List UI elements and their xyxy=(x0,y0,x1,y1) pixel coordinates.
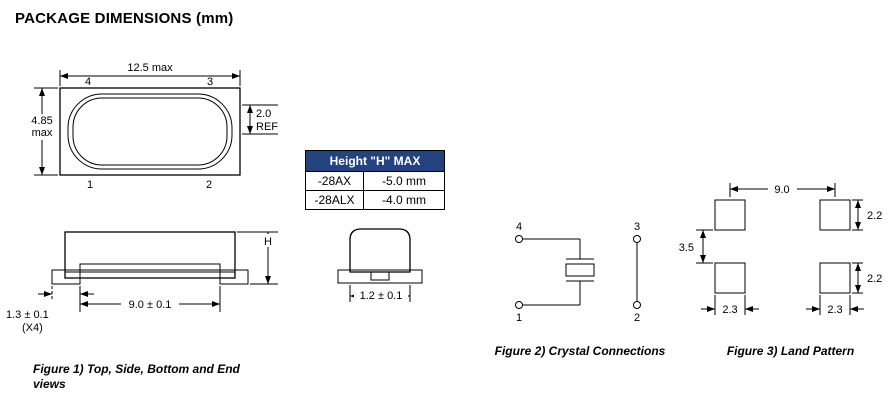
height-table-header: Height "H" MAX xyxy=(306,151,444,172)
side-view-pad-dim-label: 1.3 ± 0.1 xyxy=(6,309,49,321)
land-pad-height-dimension-top xyxy=(852,199,863,231)
side-view-span-dim-label: 9.0 ± 0.1 xyxy=(129,299,172,311)
side-view-pad-dim-note: (X4) xyxy=(22,322,43,334)
top-view-height-dim-label: 4.85 xyxy=(31,115,52,127)
figure1-caption-line2: views xyxy=(33,377,66,391)
fig2-wires xyxy=(523,238,638,306)
fig2-pin-2-terminal xyxy=(633,301,641,309)
fig2-pin-4-terminal xyxy=(515,235,523,243)
height-table-model-cell: -28AX xyxy=(306,172,364,190)
height-table: Height "H" MAX -28AX -5.0 mm -28ALX -4.0… xyxy=(305,150,445,210)
land-gap-dimension xyxy=(696,229,713,264)
figure3-caption: Figure 3) Land Pattern xyxy=(726,344,855,358)
height-table-model-cell: -28ALX xyxy=(306,191,364,209)
height-table-row: -28AX -5.0 mm xyxy=(306,172,444,190)
side-view-height-label: H xyxy=(264,236,272,248)
crystal-connections-schematic: 4 3 1 2 xyxy=(515,221,641,324)
land-pad-height-bottom-label: 2.2 xyxy=(867,273,882,285)
fig2-crystal-symbol xyxy=(565,263,595,277)
fig2-pin-2-label: 2 xyxy=(634,312,640,324)
side-view-crystal-blank xyxy=(79,263,221,271)
side-view-pad-dimension xyxy=(38,286,94,300)
top-view-body-outline xyxy=(59,87,241,176)
height-table-value-cell: -5.0 mm xyxy=(381,174,426,188)
land-pad-top-left xyxy=(714,199,746,231)
land-pad-height-top-label: 2.2 xyxy=(867,210,882,222)
land-pattern: 9.0 3.5 2.2 2.2 xyxy=(679,182,882,316)
side-view-body-outline xyxy=(64,231,236,279)
land-gap-dim-label: 3.5 xyxy=(679,242,694,254)
figure1-caption-line1: Figure 1) Top, Side, Bottom and End xyxy=(33,362,240,376)
top-view-cover-inner xyxy=(72,97,228,166)
page-title: PACKAGE DIMENSIONS (mm) xyxy=(15,10,234,27)
top-view-ref-dimension xyxy=(242,104,278,135)
end-view-base xyxy=(337,269,423,284)
end-view-center-pad xyxy=(370,271,390,281)
fig2-pin-1-terminal xyxy=(515,301,523,309)
top-view-ref-dim-note: REF xyxy=(256,121,278,133)
land-pad-top-right xyxy=(819,199,851,231)
top-view-pin-3-label: 3 xyxy=(207,76,213,88)
end-view-width-dim-label: 1.2 ± 0.1 xyxy=(360,290,403,302)
top-view-width-dim-label: 12.5 max xyxy=(127,62,173,74)
land-pad-bottom-left xyxy=(714,262,746,294)
fig2-pin-3-label: 3 xyxy=(634,221,640,233)
end-view-width-dimension xyxy=(349,285,411,302)
top-view-pin-4-label: 4 xyxy=(85,76,91,88)
figure1-caption: Figure 1) Top, Side, Bottom and End view… xyxy=(33,362,263,392)
top-view-cover-outer xyxy=(67,93,233,170)
top-view-width-dimension xyxy=(59,70,241,86)
figure2-caption: Figure 2) Crystal Connections xyxy=(494,344,666,358)
land-pad-bottom-right xyxy=(819,262,851,294)
fig2-pin-4-label: 4 xyxy=(516,221,522,233)
fig2-pin-3-terminal xyxy=(633,235,641,243)
top-view: 12.5 max 4 3 1 2 4.85 max 2.0 REF xyxy=(26,62,278,191)
land-pad-width-left-label: 2.3 xyxy=(722,304,737,316)
top-view-ref-dim-label: 2.0 xyxy=(256,108,271,120)
land-pad-width-dimension-left xyxy=(701,295,759,315)
height-table-value-cell: -4.0 mm xyxy=(381,193,426,207)
top-view-height-dimension xyxy=(26,87,58,176)
fig2-pin-1-label: 1 xyxy=(516,312,522,324)
side-view-height-dimension xyxy=(237,231,278,285)
land-pitch-dimension xyxy=(729,182,836,197)
top-view-pin-1-label: 1 xyxy=(87,179,93,191)
side-view: H 9.0 ± 0.1 1.3 ± 0.1 (X4) xyxy=(6,231,278,334)
land-pad-height-dimension-bottom xyxy=(852,262,863,294)
land-pitch-dim-label: 9.0 xyxy=(774,184,789,196)
side-view-left-pad xyxy=(51,269,81,285)
land-pad-width-right-label: 2.3 xyxy=(827,304,842,316)
side-view-span-dimension xyxy=(79,286,221,312)
end-view: 1.2 ± 0.1 xyxy=(337,228,423,302)
height-table-row: -28ALX -4.0 mm xyxy=(306,190,444,209)
end-view-body-outline xyxy=(349,228,411,273)
side-view-right-pad xyxy=(219,269,249,285)
land-pad-width-dimension-right xyxy=(806,295,864,315)
top-view-height-dim-note: max xyxy=(32,127,53,139)
top-view-pin-2-label: 2 xyxy=(206,179,212,191)
